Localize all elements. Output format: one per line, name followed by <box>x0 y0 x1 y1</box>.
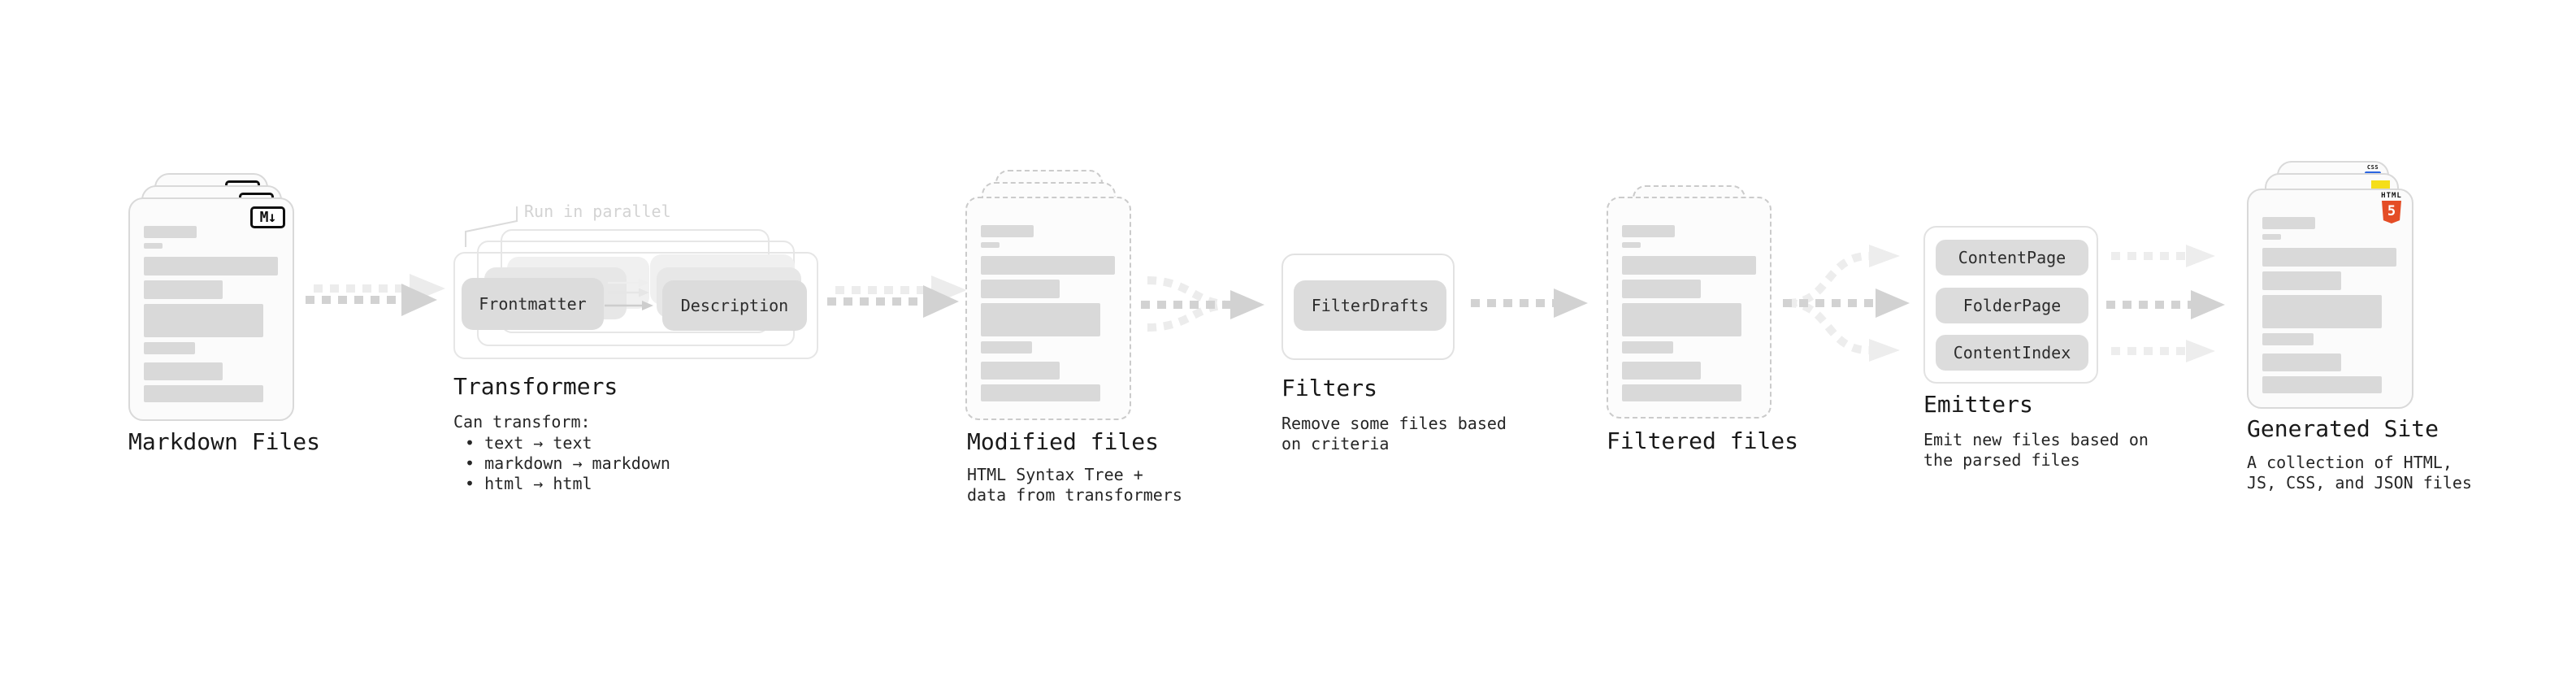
text-placeholder-bar <box>981 303 1100 336</box>
generated-desc-line-1: A collection of HTML, <box>2247 453 2452 472</box>
filters-desc-line-2: on criteria <box>1281 434 1390 453</box>
filters-panel: FilterDrafts <box>1281 254 1455 360</box>
transformers-bullet-1: • text → text <box>465 433 592 453</box>
arrow-emitters-to-generated <box>2106 245 2225 362</box>
arrow-modified-to-filters <box>1141 276 1264 332</box>
text-placeholder-bar <box>981 341 1032 354</box>
run-in-parallel-label: Run in parallel <box>524 202 671 221</box>
stage-title-emitters: Emitters <box>1923 391 2033 418</box>
text-placeholder-bar <box>1622 362 1701 380</box>
arrow-filters-to-filtered <box>1471 288 1588 318</box>
text-placeholder-bar <box>144 226 197 238</box>
text-placeholder-bar <box>2262 271 2341 290</box>
text-placeholder-bar <box>2262 354 2341 371</box>
text-placeholder-bar <box>1622 303 1741 336</box>
stage-title-filtered-files: Filtered files <box>1607 427 1799 454</box>
text-placeholder-bar <box>2262 248 2396 267</box>
text-placeholder-bar <box>144 385 263 402</box>
stage-title-transformers: Transformers <box>453 373 618 400</box>
emitters-panel: ContentPage FolderPage ContentIndex <box>1923 226 2098 384</box>
text-placeholder-bar <box>144 362 223 380</box>
text-placeholder-bar <box>981 280 1060 298</box>
emitters-desc-line-2: the parsed files <box>1923 450 2080 470</box>
text-placeholder-bar <box>1622 341 1673 354</box>
emitters-desc-line-1: Emit new files based on <box>1923 430 2149 449</box>
text-placeholder-bar <box>144 304 263 337</box>
text-placeholder-bar <box>1622 225 1675 237</box>
text-placeholder-bar <box>144 342 195 354</box>
transformers-bullet-3: • html → html <box>465 474 592 493</box>
transformer-pill-frontmatter: Frontmatter <box>462 278 604 330</box>
generated-desc-line-2: JS, CSS, and JSON files <box>2247 473 2472 492</box>
transformers-bullet-2: • markdown → markdown <box>465 453 670 473</box>
arrow-markdown-to-transformers <box>306 274 445 316</box>
modified-file-card <box>965 197 1131 420</box>
text-placeholder-bar <box>144 257 278 275</box>
markdown-file-card: M↓ <box>128 197 294 421</box>
transformer-frame <box>453 252 818 359</box>
filter-pill-filterdrafts: FilterDrafts <box>1294 280 1446 331</box>
transformers-desc-heading: Can transform: <box>453 412 591 432</box>
emitter-pill-contentindex: ContentIndex <box>1936 335 2088 371</box>
generated-file-card: HTML 5 <box>2247 189 2413 409</box>
text-placeholder-bar <box>2262 295 2382 328</box>
stage-title-markdown-files: Markdown Files <box>128 428 321 455</box>
html5-icon: HTML 5 <box>2381 193 2402 223</box>
text-placeholder-bar <box>144 243 163 249</box>
emitter-pill-folderpage: FolderPage <box>1936 288 2088 323</box>
modified-desc-line-1: HTML Syntax Tree + <box>967 465 1143 484</box>
text-placeholder-bar <box>2262 333 2314 345</box>
filtered-file-card <box>1607 197 1772 419</box>
emitter-pill-contentpage: ContentPage <box>1936 240 2088 275</box>
arrow-filtered-to-emitters <box>1783 245 1910 362</box>
text-placeholder-bar <box>1622 256 1756 275</box>
stage-title-generated-site: Generated Site <box>2247 415 2439 442</box>
stage-title-filters: Filters <box>1281 375 1378 401</box>
markdown-icon: M↓ <box>250 206 285 228</box>
text-placeholder-bar <box>981 225 1034 237</box>
text-placeholder-bar <box>2262 376 2382 393</box>
text-placeholder-bar <box>981 256 1115 275</box>
text-placeholder-bar <box>981 242 1000 248</box>
text-placeholder-bar <box>1622 242 1641 248</box>
text-placeholder-bar <box>981 384 1100 401</box>
text-placeholder-bar <box>144 280 223 299</box>
frontmatter-to-description-arrows <box>605 278 653 310</box>
text-placeholder-bar <box>2262 234 2281 240</box>
run-in-parallel-connector-line <box>465 206 518 247</box>
text-placeholder-bar <box>1622 280 1701 298</box>
text-placeholder-bar <box>2262 217 2315 229</box>
stage-title-modified-files: Modified files <box>967 428 1160 455</box>
arrow-transformers-to-modified <box>827 275 967 318</box>
text-placeholder-bar <box>1622 384 1741 401</box>
filters-desc-line-1: Remove some files based <box>1281 414 1507 433</box>
transformer-pill-description: Description <box>662 280 807 331</box>
modified-desc-line-2: data from transformers <box>967 485 1182 505</box>
text-placeholder-bar <box>981 362 1060 380</box>
